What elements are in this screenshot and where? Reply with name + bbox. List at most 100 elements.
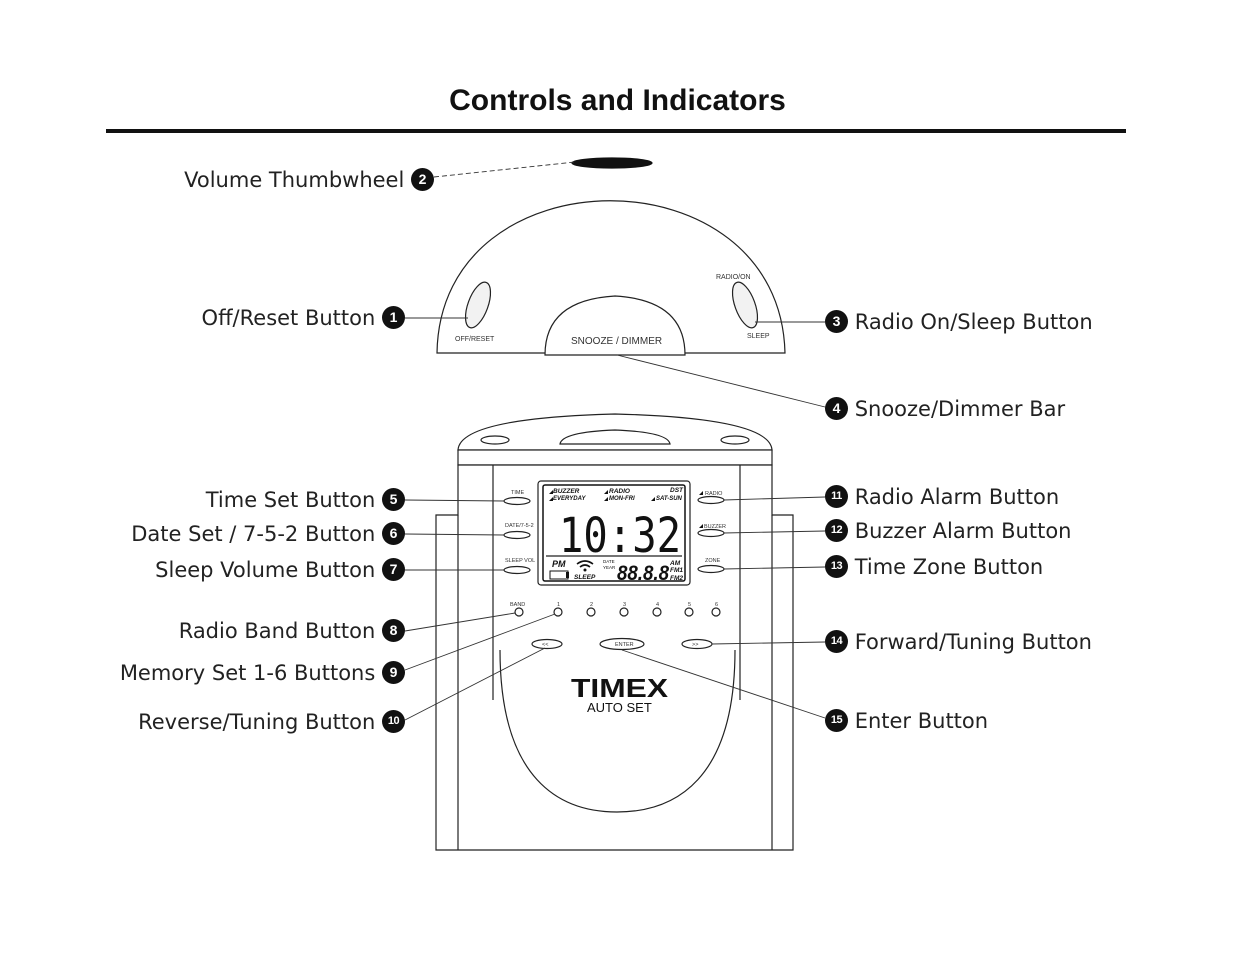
radio-alarm-key-icon: [699, 491, 703, 495]
callout-text: Radio On/Sleep Button: [854, 310, 1093, 334]
callout-text: Volume Thumbwheel: [184, 168, 405, 192]
callout-number: 15: [825, 708, 848, 732]
callout-off-reset: Off/Reset Button 1: [202, 304, 405, 331]
lcd-radio: RADIO: [609, 488, 630, 495]
volume-thumbwheel: [571, 157, 653, 169]
lcd-text: BUZZER RADIO DST EVERYDAY MON-FRI SAT-SU…: [552, 487, 684, 585]
callout-number: 14: [825, 629, 848, 653]
leader-8: [404, 612, 516, 632]
callout-text: Date Set / 7-5-2 Button: [131, 522, 376, 546]
lcd-am: AM: [669, 560, 681, 567]
date-label: DATE/7-5-2: [505, 523, 534, 529]
radio-label: RADIO: [705, 491, 723, 497]
callout-text: Time Set Button: [205, 488, 376, 512]
signal-icon: [576, 560, 594, 568]
preset-6-button: [711, 607, 721, 617]
radio-on-sleep-button: [731, 281, 759, 329]
callout-number: 1: [382, 305, 405, 329]
sleep-vol-label: SLEEP VOL: [505, 558, 535, 564]
auto-set-label: AUTO SET: [587, 700, 652, 715]
callout-number: 6: [382, 521, 405, 545]
callout-number: 13: [825, 554, 848, 578]
callout-number: 8: [382, 618, 405, 642]
radio-on-label: RADIO/ON: [716, 274, 751, 281]
buzzer-label: BUZZER: [704, 524, 726, 530]
leader-lines: [404, 161, 826, 721]
leader-13: [723, 566, 826, 570]
preset-4-label: 4: [656, 602, 659, 608]
title-rule: [106, 129, 1126, 133]
callout-text: Off/Reset Button: [201, 306, 376, 330]
lcd-sleep: SLEEP: [574, 574, 596, 581]
page-title: Controls and Indicators: [449, 84, 786, 117]
callout-text: Memory Set 1-6 Buttons: [119, 661, 376, 685]
lcd-everyday: EVERYDAY: [553, 496, 586, 502]
leader-6: [404, 533, 505, 536]
preset-5-button: [684, 607, 694, 617]
lcd-year: YEAR: [603, 565, 616, 570]
brand-logo: TIMEX: [571, 673, 669, 703]
signal-dot-icon: [583, 568, 587, 572]
top-cap-hole-right: [720, 435, 750, 445]
callout-text: Reverse/Tuning Button: [138, 710, 376, 734]
callout-volume-thumbwheel: Volume Thumbwheel 2: [184, 166, 434, 193]
buzzer-alarm-icon: [549, 490, 553, 494]
band-button: [514, 607, 524, 617]
off-reset-label: OFF/RESET: [455, 336, 495, 343]
front-upper-body: [457, 449, 773, 466]
callout-text: Snooze/Dimmer Bar: [854, 397, 1066, 421]
lcd-fm2: FM2: [670, 575, 683, 582]
top-view: [436, 157, 786, 356]
callout-radio-alarm: 11 Radio Alarm Button: [825, 483, 1059, 510]
callout-number: 11: [825, 484, 848, 508]
snooze-dimmer-bar: [544, 295, 686, 356]
leader-14: [711, 641, 826, 645]
lcd-pm: PM: [552, 559, 566, 569]
callout-number: 2: [411, 167, 434, 191]
lcd-frequency: 88.8.8: [617, 562, 669, 585]
callout-text: Enter Button: [854, 709, 989, 733]
callout-number: 4: [825, 396, 848, 420]
zone-label: ZONE: [705, 558, 721, 564]
preset-5-label: 5: [688, 602, 691, 608]
lcd-time: 10:32: [559, 508, 681, 564]
leader-12: [723, 530, 826, 534]
time-label: TIME: [511, 490, 524, 496]
callout-radio-on-sleep: 3 Radio On/Sleep Button: [825, 308, 1093, 335]
leader-15: [621, 649, 826, 719]
sat-sun-icon: [651, 497, 655, 501]
callout-number: 3: [825, 309, 848, 333]
front-view: [435, 413, 794, 851]
callout-forward-tuning: 14 Forward/Tuning Button: [825, 628, 1092, 655]
preset-4-button: [652, 607, 662, 617]
lcd-dst: DST: [670, 487, 684, 494]
lcd-icons: [549, 490, 703, 580]
off-reset-button: [464, 281, 492, 329]
lcd-mon-fri: MON-FRI: [609, 496, 635, 502]
leader-9: [404, 613, 556, 671]
enter-label: ENTER: [615, 642, 634, 648]
callout-snooze-dimmer: 4 Snooze/Dimmer Bar: [825, 395, 1065, 422]
preset-2-button: [586, 607, 596, 617]
battery-icon: [549, 570, 569, 580]
callout-number: 7: [382, 557, 405, 581]
callout-time-zone: 13 Time Zone Button: [825, 553, 1043, 580]
callout-number: 5: [382, 487, 405, 511]
preset-3-button: [619, 607, 629, 617]
dome-outline: [436, 200, 786, 354]
leader-5: [404, 499, 505, 502]
battery-tip-icon: [566, 572, 569, 578]
buzzer-alarm-key-icon: [699, 524, 703, 528]
callout-number: 9: [382, 660, 405, 684]
callout-text: Radio Band Button: [178, 619, 376, 643]
lcd-date: DATE: [603, 559, 615, 564]
callout-enter: 15 Enter Button: [825, 707, 988, 734]
lcd-sat-sun: SAT-SUN: [656, 496, 683, 502]
preset-2-label: 2: [590, 602, 593, 608]
callout-sleep-volume: Sleep Volume Button 7: [155, 556, 405, 583]
callout-number: 12: [825, 518, 848, 542]
lcd-screen: [542, 484, 686, 582]
callout-text: Buzzer Alarm Button: [854, 519, 1072, 543]
callout-memory-set: Memory Set 1-6 Buttons 9: [120, 659, 405, 686]
